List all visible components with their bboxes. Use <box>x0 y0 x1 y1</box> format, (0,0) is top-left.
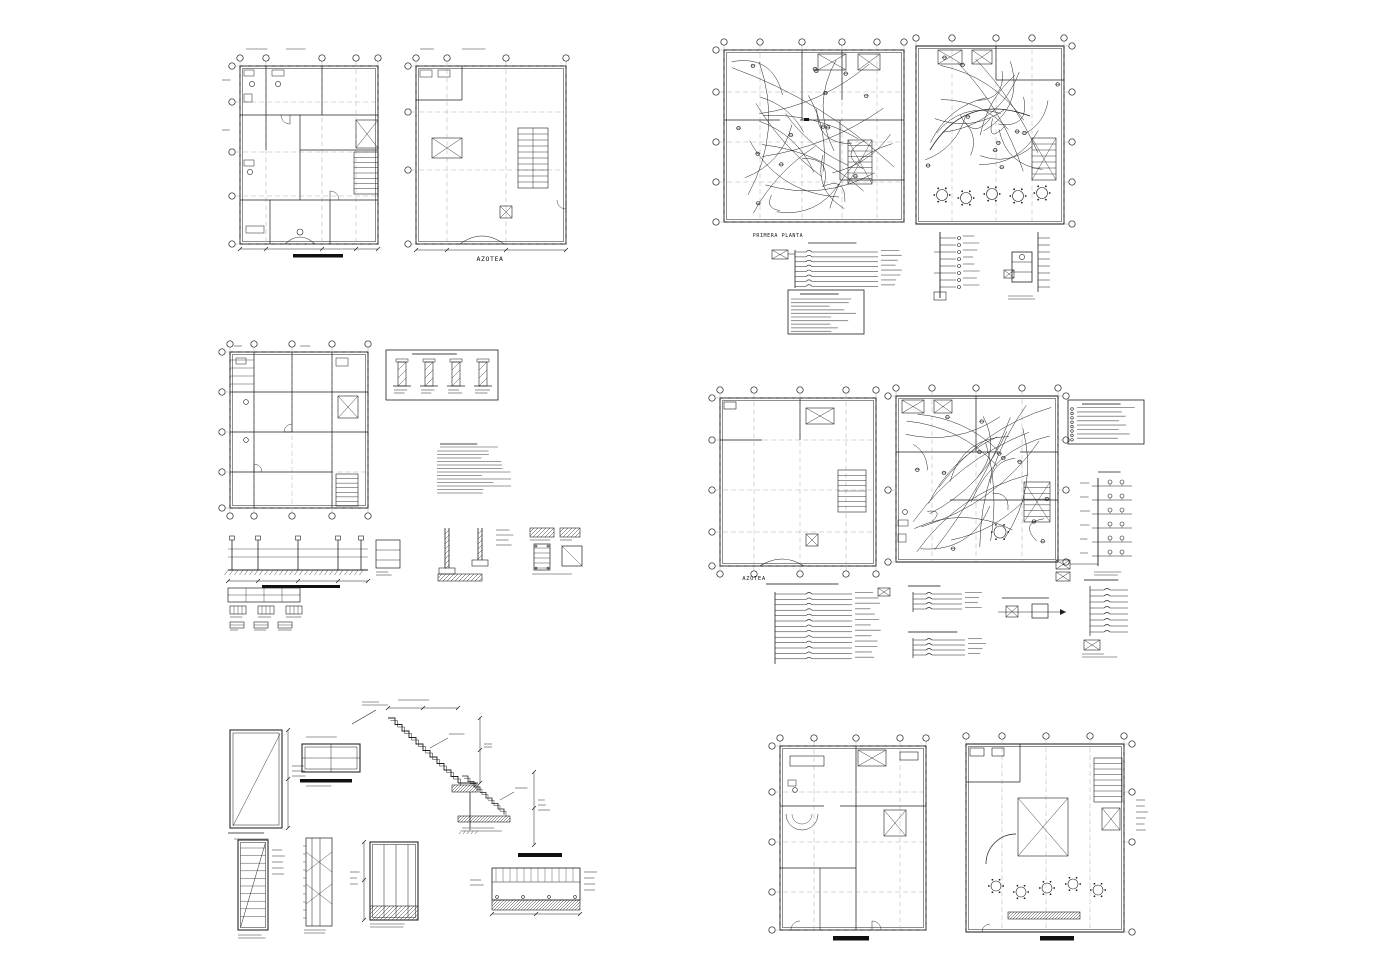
wall-details-a <box>437 528 514 582</box>
wall-details-b <box>529 527 583 575</box>
riser-diagram-right <box>1055 471 1132 582</box>
plan-first-floor <box>222 48 382 258</box>
plan-mezzanine-electrical <box>912 34 1076 228</box>
plan-parking <box>218 340 372 520</box>
plan-bottom-right-1 <box>768 734 930 941</box>
panel-schedules <box>766 579 1128 664</box>
construction-details <box>228 699 598 939</box>
plan-bottom-right-2 <box>962 732 1149 941</box>
label-azotea-terrace: AZOTEA <box>742 576 766 582</box>
one-line-diagram-top <box>771 242 902 288</box>
label-primera-planta: PRIMERA PLANTA <box>753 233 804 239</box>
spec-notes-top <box>787 289 865 335</box>
fence-elevation <box>224 535 401 588</box>
plan-primera-planta <box>712 38 908 226</box>
column-schedule <box>385 349 499 401</box>
small-schedules <box>227 587 303 631</box>
riser-diagram-top-2 <box>1003 232 1050 300</box>
symbol-legend <box>1067 399 1145 445</box>
plan-roof-mid <box>708 386 880 578</box>
riser-diagram-top-1 <box>933 232 980 301</box>
notes-block-mid <box>437 443 512 494</box>
label-azotea-roof: AZOTEA <box>476 255 503 263</box>
plan-roof-top <box>404 48 570 253</box>
plan-typical-electrical <box>884 384 1070 566</box>
